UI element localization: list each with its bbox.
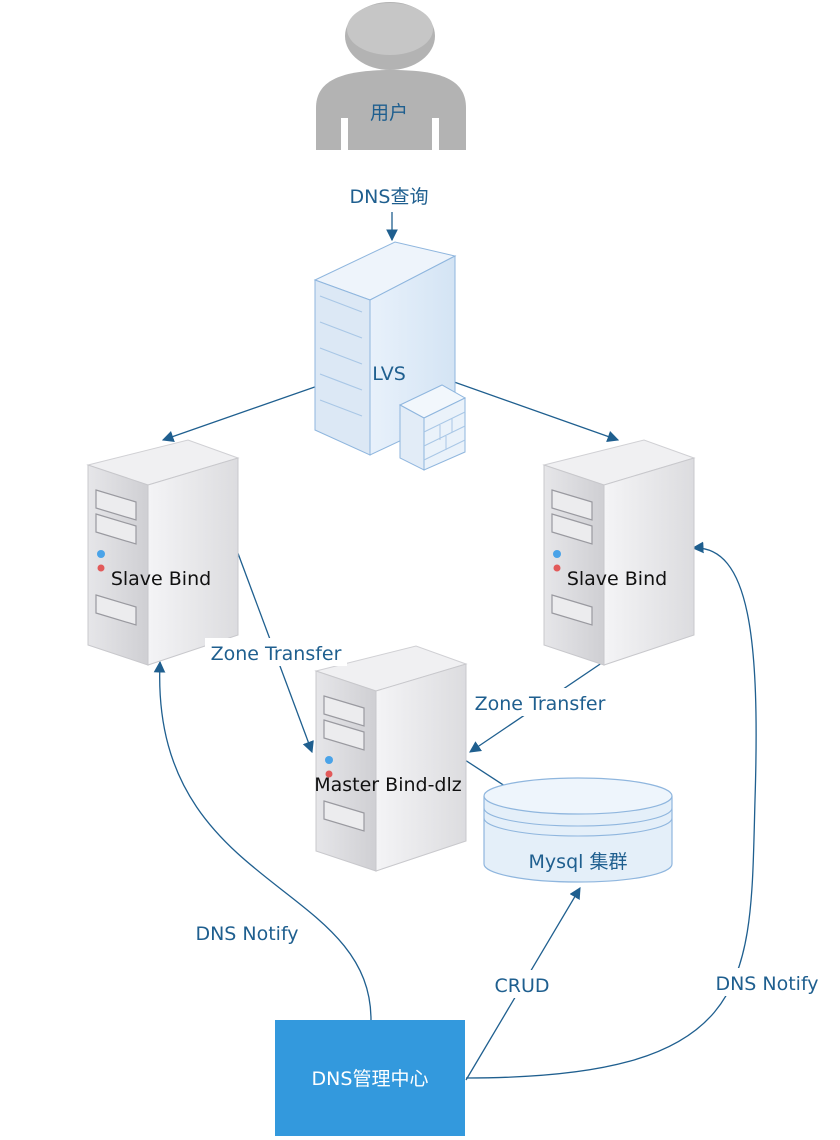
slave-right-label: Slave Bind — [567, 568, 667, 590]
master-label: Master Bind-dlz — [314, 774, 462, 796]
center-node: DNS管理中心 — [275, 1020, 465, 1136]
server-tower-icon — [87, 439, 239, 666]
firewall-server-icon — [313, 241, 467, 471]
center-label: DNS管理中心 — [312, 1068, 429, 1090]
user-label: 用户 — [370, 102, 408, 124]
edge-dns-notify-left — [153, 660, 372, 1021]
master-node: Master Bind-dlz — [314, 645, 467, 872]
server-tower-icon — [543, 439, 695, 666]
edge-label-dns-notify-right: DNS Notify — [715, 973, 818, 995]
edge-label-crud: CRUD — [494, 975, 549, 997]
mysql-label: Mysql 集群 — [529, 851, 628, 873]
slave-left-label: Slave Bind — [111, 568, 211, 590]
user-node: 用户 — [316, 2, 466, 152]
slave-left-node: Slave Bind — [87, 439, 239, 666]
person-icon — [316, 2, 466, 152]
database-cylinder-icon — [483, 777, 673, 883]
server-tower-icon — [315, 645, 467, 872]
edge-labels: DNS查询 Zone Transfer Zone Transfer DNS No… — [193, 180, 824, 998]
edge-label-dns-query: DNS查询 — [350, 186, 429, 208]
edge-label-dns-notify-left: DNS Notify — [195, 923, 298, 945]
center-box — [275, 1020, 465, 1136]
slave-right-node: Slave Bind — [543, 439, 695, 666]
lvs-node: LVS — [313, 241, 467, 471]
edge-label-zone-transfer-right: Zone Transfer — [475, 693, 606, 715]
edge-label-zone-transfer-left: Zone Transfer — [211, 643, 342, 665]
edge-dns-notify-right — [465, 541, 757, 1079]
mysql-node: Mysql 集群 — [483, 777, 673, 883]
lvs-label: LVS — [372, 363, 406, 385]
